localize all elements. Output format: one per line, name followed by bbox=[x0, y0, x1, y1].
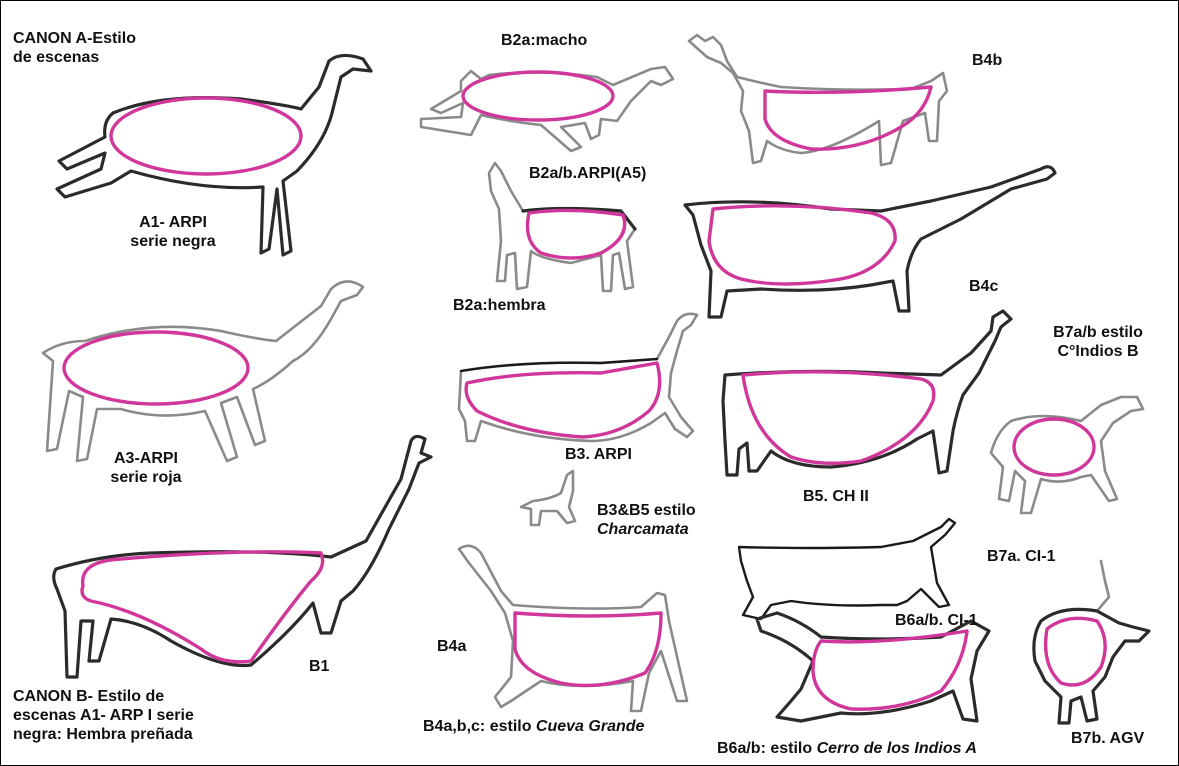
b7a-label: B7a. CI-1 bbox=[987, 547, 1055, 566]
canon-a-line-2: de escenas bbox=[13, 48, 136, 67]
b2a-hembra-label: B2a:hembra bbox=[453, 296, 545, 315]
b2ab-label: B2a/b.ARPI(A5) bbox=[529, 164, 646, 183]
b3-label: B3. ARPI bbox=[565, 445, 632, 464]
b6ab-prefix: B6a/b: estilo bbox=[717, 740, 817, 757]
b4abc-style-label: B4a,b,c: estilo Cueva Grande bbox=[423, 717, 644, 736]
figure-b2a-macho bbox=[421, 67, 673, 151]
canon-a-line-1: CANON A-Estilo bbox=[13, 29, 136, 48]
figure-b7b-camelid bbox=[1034, 561, 1149, 723]
canon-b-line-1: CANON B- Estilo de bbox=[13, 687, 194, 706]
figure-b4a-camelid bbox=[459, 546, 687, 711]
figure-b4b-camelid bbox=[689, 35, 947, 165]
figure-b5-camelid bbox=[723, 311, 1011, 475]
figure-b3-camelid bbox=[459, 314, 697, 441]
figure-b7a-camelid bbox=[991, 397, 1143, 513]
figure-b4c-camelid bbox=[685, 167, 1055, 317]
b7ab-line-2: C°Indios B bbox=[1033, 342, 1163, 361]
b7ab-style-label: B7a/b estilo C°Indios B bbox=[1033, 323, 1163, 361]
b6ab-style-name: Cerro de los Indios A bbox=[817, 740, 977, 757]
b6ab-ci-label: B6a/b. CI-1 bbox=[895, 611, 978, 630]
b1-label: B1 bbox=[309, 657, 329, 676]
b4a-label: B4a bbox=[437, 637, 466, 656]
b3b5-style-label: B3&B5 estilo Charcamata bbox=[597, 501, 696, 539]
b5-label: B5. CH II bbox=[803, 487, 869, 506]
b4abc-style-name: Cueva Grande bbox=[536, 718, 644, 735]
canon-b-line-3: negra: Hembra preñada bbox=[13, 725, 194, 744]
b4c-label: B4c bbox=[969, 277, 998, 296]
b3b5-line-2: Charcamata bbox=[597, 520, 696, 539]
figure-a3-camelid bbox=[43, 281, 363, 461]
canon-a-title: CANON A-Estilo de escenas bbox=[13, 29, 136, 67]
a3-label-line-2: serie roja bbox=[91, 468, 201, 487]
b6ab-style-label: B6a/b: estilo Cerro de los Indios A bbox=[717, 739, 977, 758]
canon-b-line-2: escenas A1- ARP I serie bbox=[13, 706, 194, 725]
canon-b-caption: CANON B- Estilo de escenas A1- ARP I ser… bbox=[13, 687, 194, 744]
b4b-label: B4b bbox=[972, 51, 1002, 70]
a1-label-line-1: A1- ARPI bbox=[113, 213, 233, 232]
b3b5-style-name: Charcamata bbox=[597, 521, 689, 538]
a1-label: A1- ARPI serie negra bbox=[113, 213, 233, 251]
b4abc-prefix: B4a,b,c: estilo bbox=[423, 718, 536, 735]
figure-b3b5-small-camelid bbox=[521, 471, 575, 525]
a3-label: A3-ARPI serie roja bbox=[91, 449, 201, 487]
b2a-macho-label: B2a:macho bbox=[501, 31, 587, 50]
a3-label-line-1: A3-ARPI bbox=[91, 449, 201, 468]
b3b5-line-1: B3&B5 estilo bbox=[597, 501, 696, 520]
b7ab-line-1: B7a/b estilo bbox=[1033, 323, 1163, 342]
b7b-label: B7b. AGV bbox=[1071, 729, 1144, 748]
figure-b6ab-upper-camelid bbox=[739, 519, 955, 619]
a1-label-line-2: serie negra bbox=[113, 232, 233, 251]
